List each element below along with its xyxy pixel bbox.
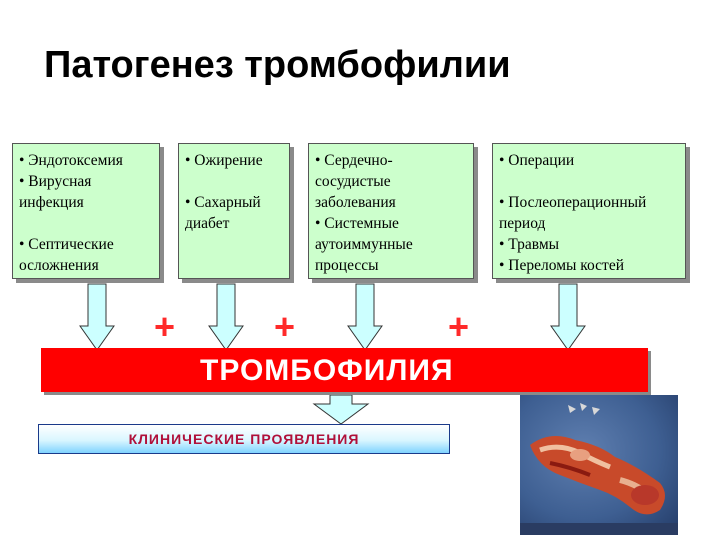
down-arrow-1 xyxy=(79,283,115,351)
down-arrow-2 xyxy=(208,283,244,351)
factor-item: • Эндотоксемия xyxy=(19,152,123,169)
factor-item: • Вирусная инфекция xyxy=(19,173,92,211)
factor-item: • Травмы xyxy=(499,236,560,253)
thrombus-photo xyxy=(520,395,678,535)
factor-box-cardiovascular: • Сердечно-сосудистые заболевания • Сист… xyxy=(308,143,474,279)
down-arrow-4 xyxy=(550,283,586,351)
factor-box-metabolic: • Ожирение • Сахарный диабет xyxy=(178,143,290,279)
factor-box-infection: • Эндотоксемия • Вирусная инфекция • Сеп… xyxy=(12,143,160,279)
thrombophilia-bar xyxy=(41,348,648,392)
factor-item: • Переломы костей xyxy=(499,257,624,274)
factor-item: • Операции xyxy=(499,152,575,169)
factor-item: • Системные аутоиммунные процессы xyxy=(315,215,413,274)
clinical-box xyxy=(38,424,450,454)
plus-sign-3: + xyxy=(448,306,470,347)
factor-item: • Септические осложнения xyxy=(19,236,114,274)
page-title: Патогенез тромбофилии xyxy=(44,44,511,86)
down-arrow-3 xyxy=(347,283,383,351)
plus-sign-1: + xyxy=(154,306,176,347)
clinical-label: КЛИНИЧЕСКИЕ ПРОЯВЛЕНИЯ xyxy=(128,431,360,447)
factor-item: • Послеоперационный период xyxy=(499,194,647,232)
factor-item: • Ожирение xyxy=(185,152,263,169)
factor-item: • Сахарный диабет xyxy=(185,194,261,232)
factor-item: • Сердечно-сосудистые заболевания xyxy=(315,152,396,211)
factor-box-surgery: • Операции • Послеоперационный период • … xyxy=(492,143,686,279)
thrombophilia-label: ТРОМБОФИЛИЯ xyxy=(200,354,454,387)
down-arrow-clinical xyxy=(312,394,370,425)
plus-sign-2: + xyxy=(274,306,296,347)
